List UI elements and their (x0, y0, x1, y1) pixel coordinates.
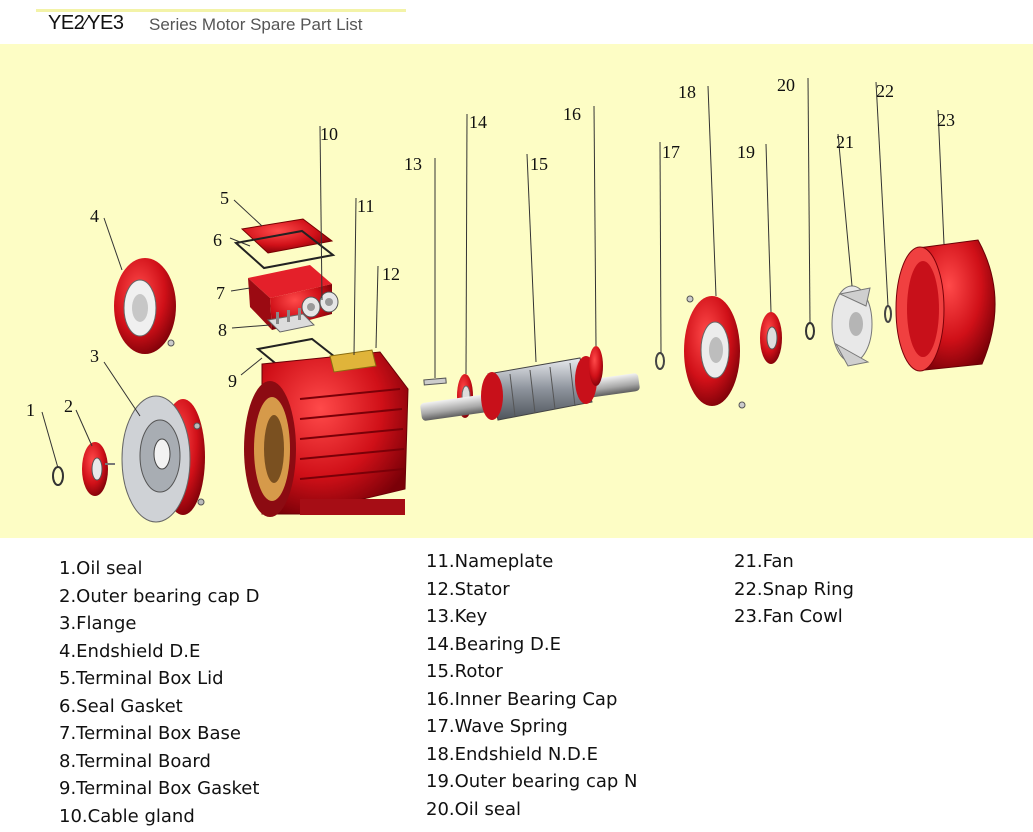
oil-seal-nde (805, 322, 815, 340)
legend-item: 18.Endshield N.D.E (426, 743, 598, 765)
legend-item: 1.Oil seal (59, 558, 143, 579)
oil-seal-de (52, 466, 64, 486)
stator-frame (244, 349, 409, 517)
fan (831, 285, 873, 367)
legend-item: 20.Oil seal (426, 798, 522, 820)
snap-ring (884, 305, 892, 323)
callout-22: 22 (876, 81, 894, 101)
legend-item: 4.Endshield D.E (59, 640, 201, 662)
legend-item: 6.Seal Gasket (59, 695, 183, 717)
wave-spring (655, 352, 665, 370)
callout-23: 23 (937, 110, 955, 130)
legend-item: 16.Inner Bearing Cap (426, 688, 618, 710)
legend-item: 5.Terminal Box Lid (59, 668, 224, 689)
callout-1: 1 (26, 400, 35, 420)
outer-bearing-cap-n (760, 312, 782, 364)
legend-item: 8.Terminal Board (59, 750, 211, 772)
flange (121, 395, 205, 523)
callout-20: 20 (777, 75, 795, 95)
legend-item: 9.Terminal Box Gasket (59, 778, 260, 799)
callout-11: 11 (357, 196, 374, 216)
callout-5: 5 (220, 188, 229, 208)
legend-item: 2.Outer bearing cap D (59, 585, 260, 607)
fan-cowl (895, 239, 996, 372)
legend-item: 22.Snap Ring (734, 578, 854, 600)
legend-item: 10.Cable gland (59, 805, 195, 827)
callout-labels: 1 2 3 4 5 6 7 8 9 10 11 12 13 14 15 16 1… (26, 75, 955, 420)
callout-8: 8 (218, 320, 227, 340)
legend-item: 19.Outer bearing cap N (426, 771, 638, 792)
legend-column-2: 11.Nameplate 12.Stator 13.Key 14.Bearing… (426, 548, 637, 823)
legend-column-3: 21.Fan 22.Snap Ring 23.Fan Cowl (734, 548, 854, 631)
legend-column-1: 1.Oil seal 2.Outer bearing cap D 3.Flang… (59, 555, 259, 830)
cable-gland (301, 291, 339, 318)
header-rule (36, 9, 406, 12)
callout-3: 3 (90, 346, 99, 366)
callout-16: 16 (563, 104, 581, 124)
legend-item: 21.Fan (734, 551, 794, 572)
endshield-nde (684, 295, 746, 409)
callout-15: 15 (530, 154, 548, 174)
callout-17: 17 (662, 142, 680, 162)
header: YE2∕YE3 Series Motor Spare Part List (0, 0, 1033, 44)
callout-4: 4 (90, 206, 99, 226)
legend-item: 14.Bearing D.E (426, 633, 561, 655)
seal-gasket (233, 229, 336, 270)
terminal-box-lid (240, 218, 334, 254)
callout-2: 2 (64, 396, 73, 416)
legend-item: 3.Flange (59, 613, 137, 634)
leader-lines (41, 77, 945, 469)
callout-21: 21 (836, 132, 854, 152)
callout-7: 7 (216, 283, 225, 303)
title-model: YE2∕YE3 (48, 12, 124, 34)
outer-bearing-cap-d (82, 442, 115, 496)
callout-14: 14 (469, 112, 487, 132)
legend-item: 15.Rotor (426, 661, 503, 682)
rotor (420, 356, 640, 421)
legend-item: 17.Wave Spring (426, 716, 568, 737)
legend-item: 23.Fan Cowl (734, 606, 843, 627)
legend-item: 11.Nameplate (426, 551, 554, 572)
terminal-board (266, 308, 316, 333)
callout-18: 18 (678, 82, 696, 102)
key (423, 377, 447, 386)
legend-item: 13.Key (426, 606, 488, 627)
callout-9: 9 (228, 371, 237, 391)
callout-12: 12 (382, 264, 400, 284)
title-subtitle: Series Motor Spare Part List (149, 15, 363, 34)
legend-item: 12.Stator (426, 578, 510, 600)
legend-item: 7.Terminal Box Base (59, 723, 241, 744)
endshield-de (114, 258, 176, 354)
callout-6: 6 (213, 230, 222, 250)
callout-19: 19 (737, 142, 755, 162)
callout-10: 10 (320, 124, 338, 144)
callout-13: 13 (404, 154, 422, 174)
exploded-diagram: 1 2 3 4 5 6 7 8 9 10 11 12 13 14 15 16 1… (0, 44, 1033, 538)
inner-bearing-cap (589, 346, 603, 386)
diagram-canvas: 1 2 3 4 5 6 7 8 9 10 11 12 13 14 15 16 1… (26, 75, 996, 523)
